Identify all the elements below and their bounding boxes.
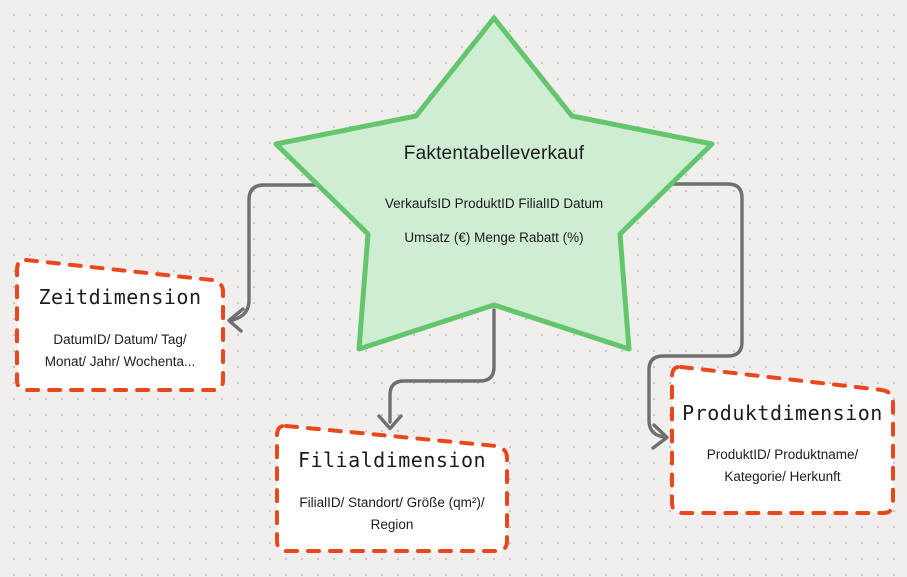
produktdimension-fields-line2: Kategorie/ Herkunft	[724, 469, 841, 484]
fact-table-star-shape[interactable]	[273, 15, 715, 352]
zeitdimension-title: Zeitdimension	[38, 285, 202, 309]
fact-table-fields-line2: Umsatz (€) Menge Rabatt (%)	[404, 230, 584, 245]
fact-table-fields-line1: VerkaufsID ProduktID FilialID Datum	[384, 196, 604, 211]
filialdimension-fields: FilialID/ Standort/ Größe (qm²)/ Region	[267, 492, 517, 536]
connector-arrow-produktdimension[interactable]	[647, 182, 744, 450]
connector-arrow-zeitdimension[interactable]	[227, 183, 338, 333]
fact-table-title: Faktentabelleverkauf	[403, 143, 585, 164]
filialdimension-fields-line2: Region	[370, 517, 414, 532]
produktdimension-fields: ProduktID/ Produktname/ Kategorie/ Herku…	[662, 444, 903, 488]
filialdimension-box[interactable]	[275, 423, 509, 553]
filialdimension-fields-line1: FilialID/ Standort/ Größe (qm²)/	[299, 495, 485, 510]
produktdimension-fields-line1: ProduktID/ Produktname/	[706, 447, 859, 462]
zeitdimension-fields-line2: Monat/ Jahr/ Wochenta...	[44, 354, 196, 369]
zeitdimension-fields: DatumID/ Datum/ Tag/ Monat/ Jahr/ Wochen…	[17, 329, 223, 373]
arrowhead-filialdimension-icon	[377, 414, 403, 431]
zeitdimension-box[interactable]	[15, 257, 225, 392]
arrowhead-zeitdimension-icon	[227, 307, 245, 333]
produktdimension-box[interactable]	[670, 364, 895, 515]
zeitdimension-fields-line1: DatumID/ Datum/ Tag/	[53, 332, 187, 347]
connector-arrow-filialdimension[interactable]	[377, 308, 496, 431]
arrowhead-produktdimension-icon	[651, 423, 669, 450]
filialdimension-title: Filialdimension	[297, 448, 487, 472]
produktdimension-title: Produktdimension	[682, 401, 883, 425]
